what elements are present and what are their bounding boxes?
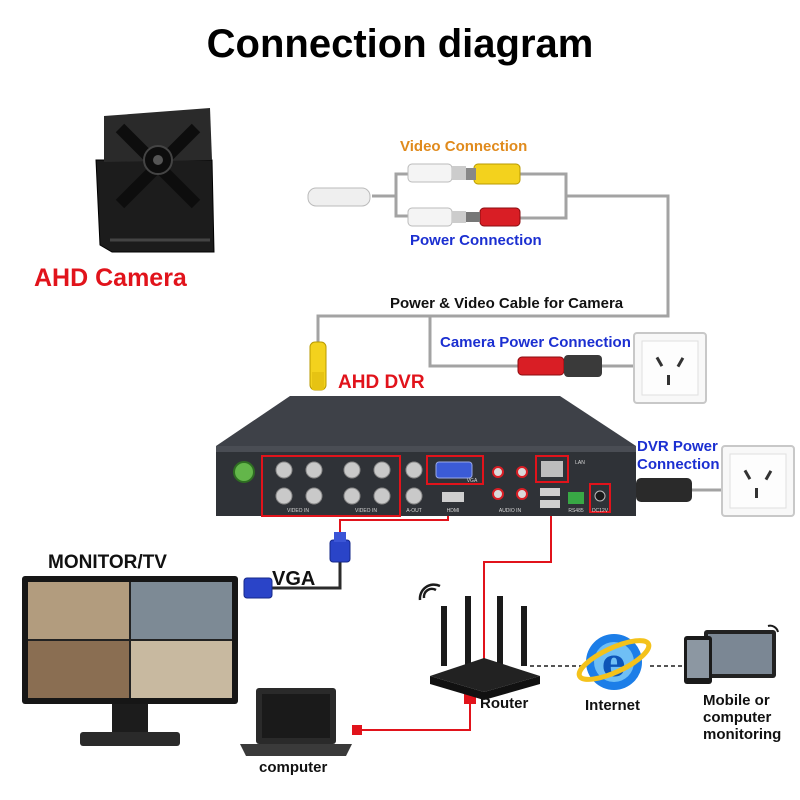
computer-laptop-illustration (240, 688, 352, 756)
ahd-camera-illustration (95, 108, 215, 253)
dvr-video-input-connector (309, 341, 327, 391)
internet-label: Internet (585, 697, 641, 714)
dvr-power-line-1: DVR Power (637, 438, 718, 455)
mobile-monitoring-label: Mobile or computer monitoring (703, 692, 781, 743)
dvr-label-video-in-2: VIDEO IN (355, 508, 377, 514)
computer-port (352, 725, 362, 735)
router-computer-cable (360, 700, 471, 731)
dvr-label-lan: LAN (575, 460, 585, 466)
video-connection-label: Video Connection (400, 138, 528, 155)
wall-socket-dvr (721, 445, 795, 517)
wall-socket-camera (633, 332, 707, 404)
video-connector-pair (407, 163, 521, 185)
camera-power-adapter (517, 355, 602, 377)
camera-power-connection-label: Camera Power Connection (440, 334, 631, 351)
router-label: Router (480, 695, 529, 712)
vga-plug-monitor (243, 577, 273, 599)
mobile-line-3: monitoring (703, 726, 782, 743)
dvr-label-audio-in: AUDIO IN (499, 508, 522, 514)
dvr-label-rs485: RS485 (568, 508, 584, 514)
mobile-monitoring-illustration (684, 624, 779, 684)
dvr-label-video-in-1: VIDEO IN (287, 508, 309, 514)
page-title: Connection diagram (206, 22, 594, 66)
router-port (464, 694, 476, 704)
power-connection-label: Power Connection (410, 232, 542, 249)
vga-plug-top (329, 532, 351, 563)
dvr-power-line-2: Connection (637, 456, 720, 473)
dvr-label-dc12v: DC12V (592, 508, 609, 514)
dvr-label-vga: VGA (467, 478, 478, 484)
dvr-label-hdmi: HDMI (447, 508, 460, 514)
router-illustration (418, 583, 540, 700)
dvr-power-connection-label: DVR Power Connection (637, 438, 720, 474)
vga-cable (270, 560, 342, 590)
dvr-label: AHD DVR (338, 372, 425, 393)
vga-label: VGA (272, 568, 316, 590)
dvr-label-a-out: A-OUT (406, 508, 422, 514)
camera-cable-wires (316, 172, 722, 492)
camera-label: AHD Camera (34, 264, 187, 292)
cable-label: Power & Video Cable for Camera (390, 295, 624, 312)
internet-globe-icon: e (576, 634, 652, 690)
mobile-line-1: Mobile or (703, 692, 770, 709)
mobile-line-2: computer (703, 709, 772, 726)
monitor-tv-illustration (22, 576, 238, 746)
camera-pigtail-connector (307, 187, 371, 207)
computer-label: computer (259, 759, 328, 776)
dvr-unit: VIDEO IN VIDEO IN A-OUT VGA HDMI AUDIO I… (216, 396, 636, 517)
monitor-label: MONITOR/TV (48, 552, 167, 573)
power-connector-pair (407, 207, 521, 227)
